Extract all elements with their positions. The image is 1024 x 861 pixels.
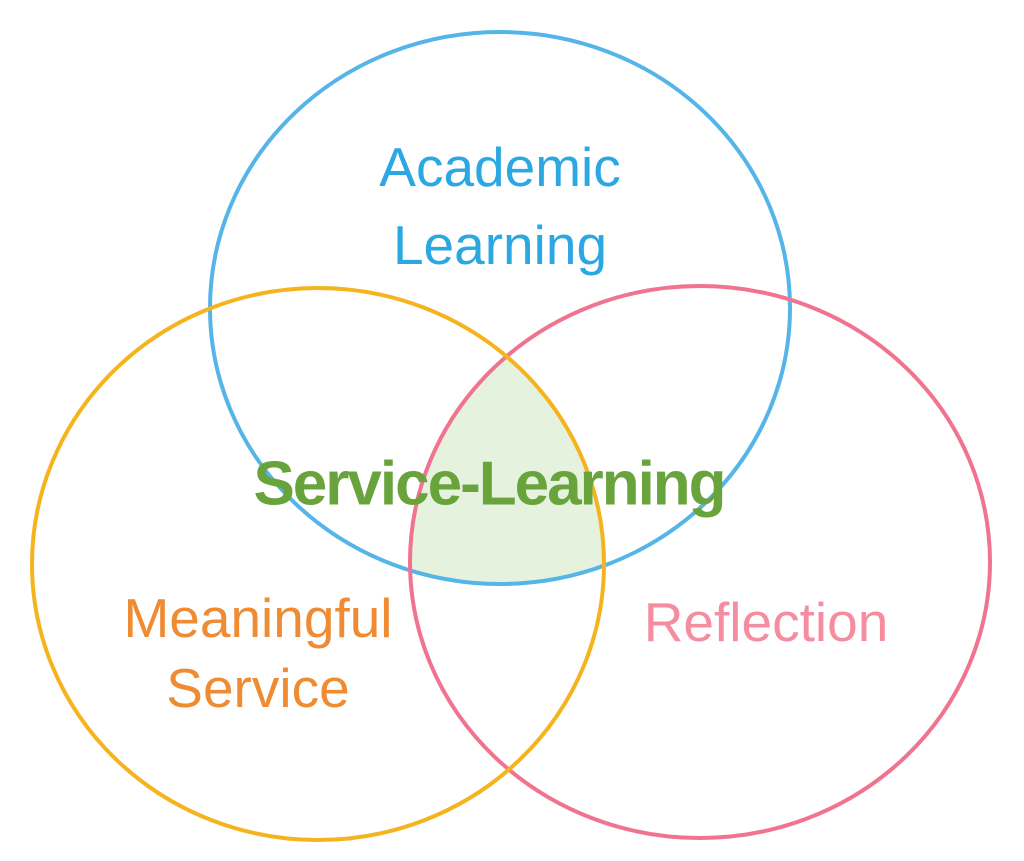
circle-reflection: [408, 284, 992, 840]
label-line-academic: Academic: [379, 136, 621, 198]
circle-meaningful-service: [30, 286, 606, 842]
label-reflection: Reflection: [643, 591, 889, 653]
triple-intersection-fill: [410, 288, 604, 584]
label-service-learning: Service-Learning: [253, 449, 726, 519]
triple-intersection-group: [410, 288, 604, 584]
label-line-meaningful: Meaningful: [123, 587, 393, 649]
label-line-service: Service: [166, 657, 350, 719]
label-line-learning: Learning: [392, 214, 608, 276]
label-academic-learning: Academic Learning: [379, 128, 620, 284]
label-meaningful-service: Meaningful Service: [123, 583, 392, 723]
